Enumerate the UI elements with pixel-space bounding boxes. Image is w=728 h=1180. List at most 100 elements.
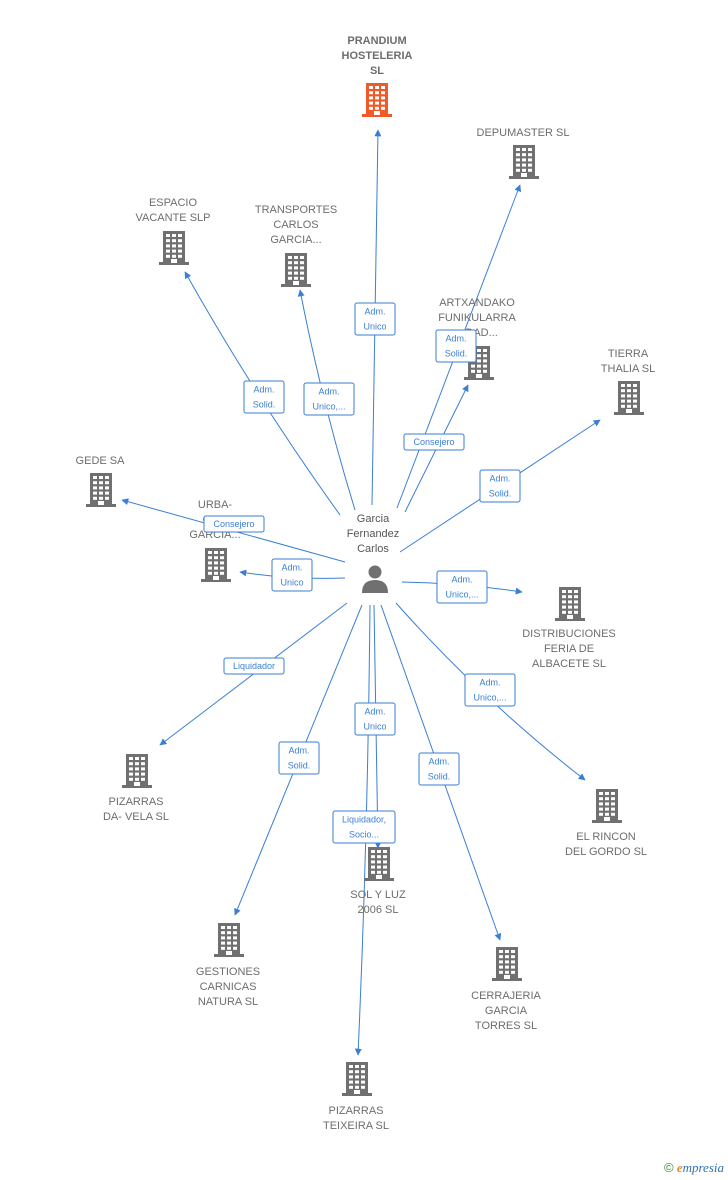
role-badge-pizarras_teixeira[interactable]: Liquidador, Socio... (332, 810, 396, 844)
copyright-symbol: © (663, 1160, 674, 1175)
company-name-cerrajeria[interactable]: TORRES SL (475, 1020, 537, 1032)
company-name-elrincon[interactable]: DEL GORDO SL (565, 846, 647, 858)
building-icon[interactable] (364, 847, 394, 881)
brand-name: mpresia (682, 1160, 724, 1175)
building-icon[interactable] (509, 145, 539, 179)
company-name-artxandako[interactable]: FUNIKULARRA (438, 312, 516, 324)
role-label: Consejero (213, 519, 254, 529)
company-name-gestiones[interactable]: NATURA SL (198, 996, 258, 1008)
company-name-urba[interactable]: URBA- (198, 499, 233, 511)
building-icon[interactable] (281, 253, 311, 287)
company-name-distribuciones[interactable]: FERIA DE (544, 643, 594, 655)
role-label: Adm. (445, 334, 466, 344)
role-label: Unico (363, 722, 386, 732)
company-name-pizarras_teixeira[interactable]: PIZARRAS (328, 1105, 383, 1117)
building-icon[interactable] (592, 789, 622, 823)
badges-layer: Adm.UnicoConsejeroAdm.Solid.Adm.Unico,..… (203, 302, 521, 844)
role-badge-gestiones[interactable]: Adm. Solid. (278, 741, 320, 775)
role-label: Solid. (445, 349, 468, 359)
role-label: Liquidador (233, 661, 275, 671)
role-badge-urba[interactable]: Adm. Unico (271, 558, 313, 592)
company-name-gede[interactable]: GEDE SA (76, 455, 126, 467)
building-icon[interactable] (214, 923, 244, 957)
building-icon[interactable] (362, 83, 392, 117)
role-badge-pizarras_davela[interactable]: Liquidador (223, 657, 285, 675)
role-badge-distribuciones[interactable]: Adm. Unico,... (436, 570, 488, 604)
building-icon[interactable] (159, 231, 189, 265)
role-label: Adm. (489, 474, 510, 484)
building-icon[interactable] (555, 587, 585, 621)
company-name-gestiones[interactable]: CARNICAS (200, 981, 257, 993)
company-name-distribuciones[interactable]: ALBACETE SL (532, 658, 606, 670)
building-icon[interactable] (201, 548, 231, 582)
edges-layer (121, 129, 601, 1056)
role-label: Consejero (413, 437, 454, 447)
company-name-pizarras_teixeira[interactable]: TEIXEIRA SL (323, 1120, 389, 1132)
company-name-pizarras_davela[interactable]: PIZARRAS (108, 796, 163, 808)
center-name-line: Fernandez (347, 528, 400, 540)
brand-initial: e (676, 1160, 683, 1175)
company-name-solyluz[interactable]: SOL Y LUZ (350, 889, 406, 901)
company-name-artxandako[interactable]: ARTXANDAKO (439, 297, 515, 309)
role-label: Adm. (318, 387, 339, 397)
role-label: Solid. (253, 400, 276, 410)
company-name-cerrajeria[interactable]: GARCIA (485, 1005, 528, 1017)
company-name-transportes[interactable]: TRANSPORTES (255, 204, 337, 216)
role-badge-depumaster[interactable]: Consejero (403, 433, 465, 451)
building-icon[interactable] (86, 473, 116, 507)
company-name-distribuciones[interactable]: DISTRIBUCIONES (522, 628, 616, 640)
person-icon[interactable] (362, 565, 388, 594)
center-name-line: Garcia (357, 513, 390, 525)
company-name-solyluz[interactable]: 2006 SL (358, 904, 399, 916)
role-label: Adm. (253, 385, 274, 395)
role-label: Adm. (428, 757, 449, 767)
role-label: Adm. (364, 707, 385, 717)
role-label: Solid. (288, 761, 311, 771)
role-badge-tierra[interactable]: Adm. Solid. (479, 469, 521, 503)
company-name-tierra[interactable]: TIERRA (608, 348, 649, 360)
building-icon[interactable] (342, 1062, 372, 1096)
company-name-gestiones[interactable]: GESTIONES (196, 966, 260, 978)
role-label: Solid. (489, 489, 512, 499)
company-name-tierra[interactable]: THALIA SL (601, 363, 655, 375)
building-icon[interactable] (122, 754, 152, 788)
building-icon[interactable] (492, 947, 522, 981)
role-badge-artxandako[interactable]: Adm. Solid. (435, 329, 477, 363)
company-name-prandium[interactable]: SL (370, 65, 384, 77)
role-badge-elrincon[interactable]: Adm. Unico,... (464, 673, 516, 707)
role-badge-espacio[interactable]: Adm. Solid. (243, 380, 285, 414)
role-label: Unico,... (473, 693, 506, 703)
company-name-depumaster[interactable]: DEPUMASTER SL (477, 127, 570, 139)
company-name-espacio[interactable]: ESPACIO (149, 197, 198, 209)
role-label: Adm. (364, 307, 385, 317)
role-badge-solyluz[interactable]: Adm. Unico (354, 702, 396, 736)
role-label: Adm. (479, 678, 500, 688)
center-name-line: Carlos (357, 543, 389, 555)
role-label: Adm. (288, 746, 309, 756)
company-name-pizarras_davela[interactable]: DA- VELA SL (103, 811, 169, 823)
company-name-elrincon[interactable]: EL RINCON (576, 831, 636, 843)
role-badge-gede[interactable]: Consejero (203, 515, 265, 533)
role-label: Unico,... (445, 590, 478, 600)
company-name-espacio[interactable]: VACANTE SLP (136, 212, 211, 224)
role-badge-prandium[interactable]: Adm. Unico (354, 302, 396, 336)
company-name-transportes[interactable]: CARLOS (273, 219, 318, 231)
company-name-prandium[interactable]: HOSTELERIA (342, 50, 413, 62)
role-label: Unico (280, 578, 303, 588)
company-name-prandium[interactable]: PRANDIUM (347, 35, 406, 47)
building-icon[interactable] (614, 381, 644, 415)
role-badge-transportes[interactable]: Adm. Unico,... (303, 382, 355, 416)
company-name-transportes[interactable]: GARCIA... (270, 234, 321, 246)
role-label: Adm. (281, 563, 302, 573)
role-label: Socio... (349, 830, 379, 840)
role-label: Solid. (428, 772, 451, 782)
role-label: Liquidador, (342, 815, 386, 825)
role-badge-cerrajeria[interactable]: Adm. Solid. (418, 752, 460, 786)
role-label: Adm. (451, 575, 472, 585)
role-label: Unico,... (312, 402, 345, 412)
empresia-watermark[interactable]: © empresia (664, 1160, 724, 1176)
role-label: Unico (363, 322, 386, 332)
company-name-cerrajeria[interactable]: CERRAJERIA (471, 990, 541, 1002)
